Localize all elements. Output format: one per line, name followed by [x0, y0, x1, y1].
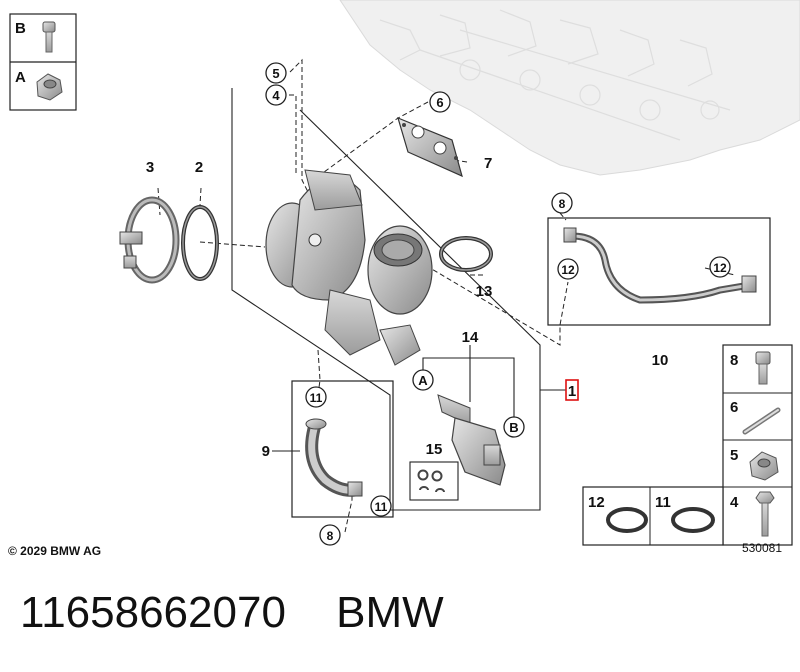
seal-ring-12-icon — [606, 507, 648, 533]
parts-diagram: B A — [8, 0, 800, 558]
part-caption: 11658662070 BMW — [20, 588, 780, 648]
nut-a-icon — [36, 73, 63, 101]
nut-5-icon — [749, 451, 779, 481]
seal-set-15 — [409, 461, 459, 501]
callout-12-left: 12 — [561, 263, 575, 277]
legend-fasteners-top: B A — [9, 13, 77, 111]
seal-ring-13 — [439, 236, 493, 272]
bolt-8-icon — [755, 351, 771, 385]
label-14: 14 — [462, 329, 479, 346]
cylinder-head — [339, 0, 800, 176]
label-2: 2 — [195, 159, 203, 176]
callout-5: 5 — [272, 66, 279, 81]
legend-fasteners-right — [582, 344, 793, 546]
callout-b: B — [509, 420, 518, 435]
callout-4: 4 — [272, 88, 280, 103]
label-3: 3 — [146, 159, 154, 176]
copyright-text: © 2029 BMW AG — [8, 544, 101, 558]
legend-label-b: B — [15, 20, 26, 37]
legend-label-a: A — [15, 69, 26, 86]
brand-name: BMW — [336, 588, 444, 637]
label-9: 9 — [262, 443, 270, 460]
callout-11-bottom: 11 — [375, 500, 388, 514]
callout-6: 6 — [436, 95, 443, 110]
bolt-4-icon — [755, 491, 775, 537]
wastegate-actuator-14 — [437, 394, 506, 486]
callout-11-top: 11 — [310, 391, 323, 405]
label-13: 13 — [476, 283, 493, 300]
seal-ring-11-icon — [671, 507, 715, 533]
callout-12-right: 12 — [713, 261, 727, 275]
gasket-7 — [397, 116, 463, 178]
pin-6-icon — [742, 407, 781, 435]
legend-label-12: 12 — [588, 494, 605, 511]
label-10: 10 — [652, 352, 669, 369]
callout-8-pipe: 8 — [559, 197, 566, 211]
highlight-item-1 — [565, 379, 579, 401]
callout-8-bottom: 8 — [327, 529, 334, 543]
part-number: 11658662070 — [20, 588, 286, 637]
oil-return-pipe-9 — [291, 380, 394, 518]
oil-pipe-10 — [547, 217, 771, 326]
legend-label-11: 11 — [655, 494, 671, 511]
label-15: 15 — [426, 441, 443, 458]
turbocharger-1 — [265, 169, 433, 366]
bolt-b-icon — [42, 21, 56, 53]
legend-label-6: 6 — [730, 399, 738, 416]
callout-a: A — [418, 373, 428, 388]
legend-label-4: 4 — [730, 494, 739, 511]
circled-callouts — [265, 62, 731, 546]
legend-label-5: 5 — [730, 447, 738, 464]
legend-label-8: 8 — [730, 352, 738, 369]
label-1: 1 — [568, 383, 576, 400]
label-7: 7 — [484, 155, 492, 172]
v-band-clamp-3 — [119, 196, 180, 284]
seal-ring-2 — [181, 205, 219, 281]
actuator-frame-14 — [422, 345, 515, 420]
diagram-id: 530081 — [742, 541, 782, 555]
